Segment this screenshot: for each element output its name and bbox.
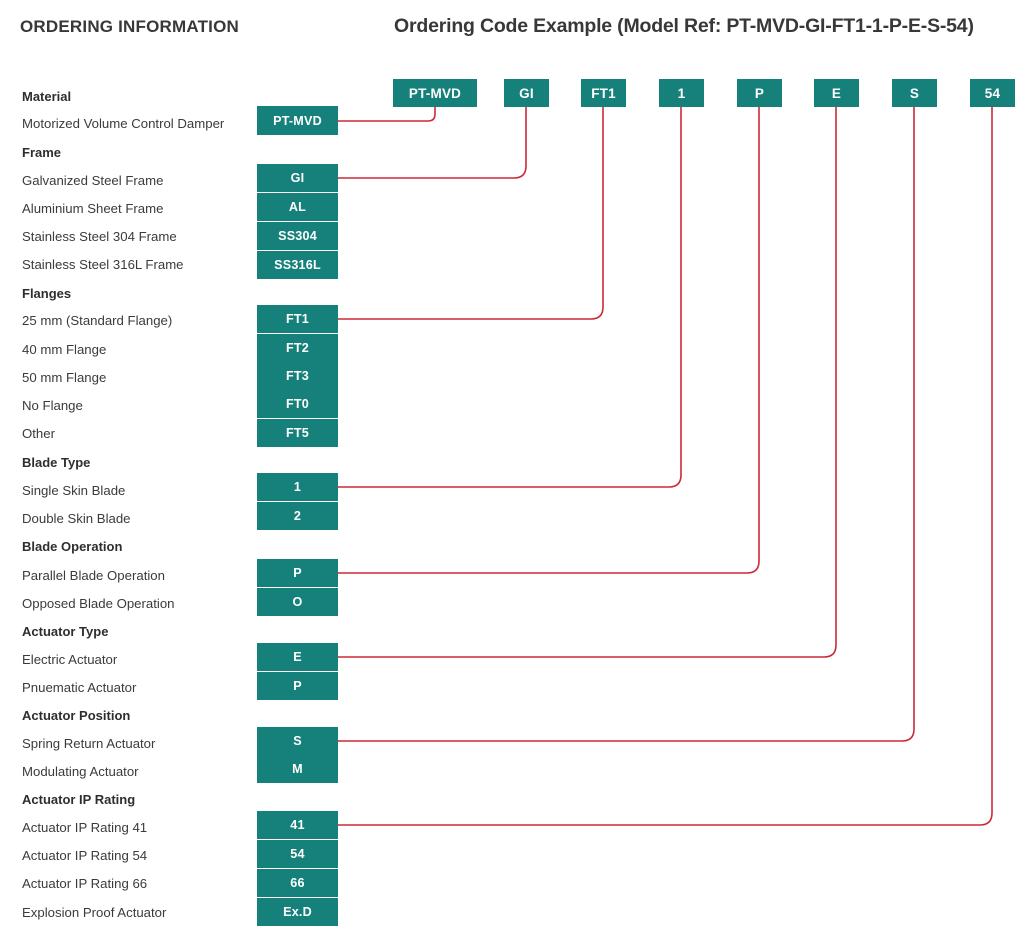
connector-line (338, 107, 915, 742)
option-code-chip: FT3 (257, 362, 338, 390)
option-code-chip: FT2 (257, 334, 338, 362)
option-code-chip: PT-MVD (257, 106, 338, 135)
option-group-heading: Actuator IP Rating (22, 792, 136, 807)
page-title-ordering-code-example: Ordering Code Example (Model Ref: PT-MVD… (394, 15, 974, 37)
option-code-chip: 41 (257, 811, 338, 839)
option-code-chip: O (257, 588, 338, 616)
option-code-chip: 1 (257, 473, 338, 501)
connector-line (338, 107, 993, 826)
option-label: Actuator IP Rating 41 (22, 820, 148, 835)
option-label: Stainless Steel 304 Frame (22, 229, 177, 244)
option-group-heading: Frame (22, 145, 62, 160)
option-code-chip: 54 (257, 840, 338, 868)
option-code-chip: 66 (257, 869, 338, 897)
connector-line (338, 107, 527, 179)
option-code-chip: FT5 (257, 419, 338, 447)
page-title-ordering-information: ORDERING INFORMATION (20, 17, 240, 36)
connector-line (338, 107, 436, 122)
option-code-chip: GI (257, 164, 338, 192)
option-label: Stainless Steel 316L Frame (22, 257, 184, 272)
option-code-chip: M (292, 762, 303, 776)
option-label: 40 mm Flange (22, 342, 107, 357)
option-label: Opposed Blade Operation (22, 596, 175, 611)
code-segment-chip: S (892, 79, 937, 107)
code-segment-chip: E (814, 79, 859, 107)
option-code-chip: SS304 (257, 222, 338, 250)
code-segment-chip: 1 (659, 79, 704, 107)
option-label: 25 mm (Standard Flange) (22, 313, 173, 328)
option-group-heading: Material (22, 89, 72, 104)
option-code-chip: Ex.D (257, 898, 338, 926)
code-segment-chip: P (737, 79, 782, 107)
option-label: Motorized Volume Control Damper (22, 116, 225, 131)
option-label: Single Skin Blade (22, 483, 126, 498)
option-code-chip: 2 (257, 502, 338, 530)
option-label: Other (22, 426, 55, 441)
connector-line (338, 107, 760, 574)
option-label: Parallel Blade Operation (22, 568, 165, 583)
option-group-heading: Actuator Type (22, 624, 109, 639)
option-group-heading: Actuator Position (22, 708, 131, 723)
option-group-heading: Flanges (22, 286, 72, 301)
option-label: Spring Return Actuator (22, 736, 156, 751)
connector-line (338, 107, 604, 320)
option-code-chip: FT0 (257, 390, 338, 418)
code-segment-chip: 54 (970, 79, 1015, 107)
connector-line (338, 107, 682, 488)
option-code-chip: E (257, 643, 338, 671)
option-label: No Flange (22, 398, 83, 413)
option-group-heading: Blade Operation (22, 539, 123, 554)
option-label: Double Skin Blade (22, 511, 131, 526)
option-code-chip: S (293, 734, 302, 748)
option-code-chip: FT1 (257, 305, 338, 333)
code-segment-chip: FT1 (581, 79, 626, 107)
option-code-chip: SS316L (257, 251, 338, 279)
option-label: Actuator IP Rating 66 (22, 876, 148, 891)
option-label: Explosion Proof Actuator (22, 905, 167, 920)
option-code-chip: P (257, 559, 338, 587)
option-label: Galvanized Steel Frame (22, 173, 164, 188)
option-code-chip: P (257, 672, 338, 700)
code-segment-chip: PT-MVD (393, 79, 477, 107)
option-label: Actuator IP Rating 54 (22, 848, 148, 863)
option-group-heading: Blade Type (22, 455, 91, 470)
option-label: 50 mm Flange (22, 370, 107, 385)
connector-line (338, 107, 837, 658)
option-code-chip: AL (257, 193, 338, 221)
option-label: Pnuematic Actuator (22, 680, 137, 695)
code-segment-chip: GI (504, 79, 549, 107)
option-label: Electric Actuator (22, 652, 118, 667)
option-label: Aluminium Sheet Frame (22, 201, 164, 216)
option-label: Modulating Actuator (22, 764, 139, 779)
